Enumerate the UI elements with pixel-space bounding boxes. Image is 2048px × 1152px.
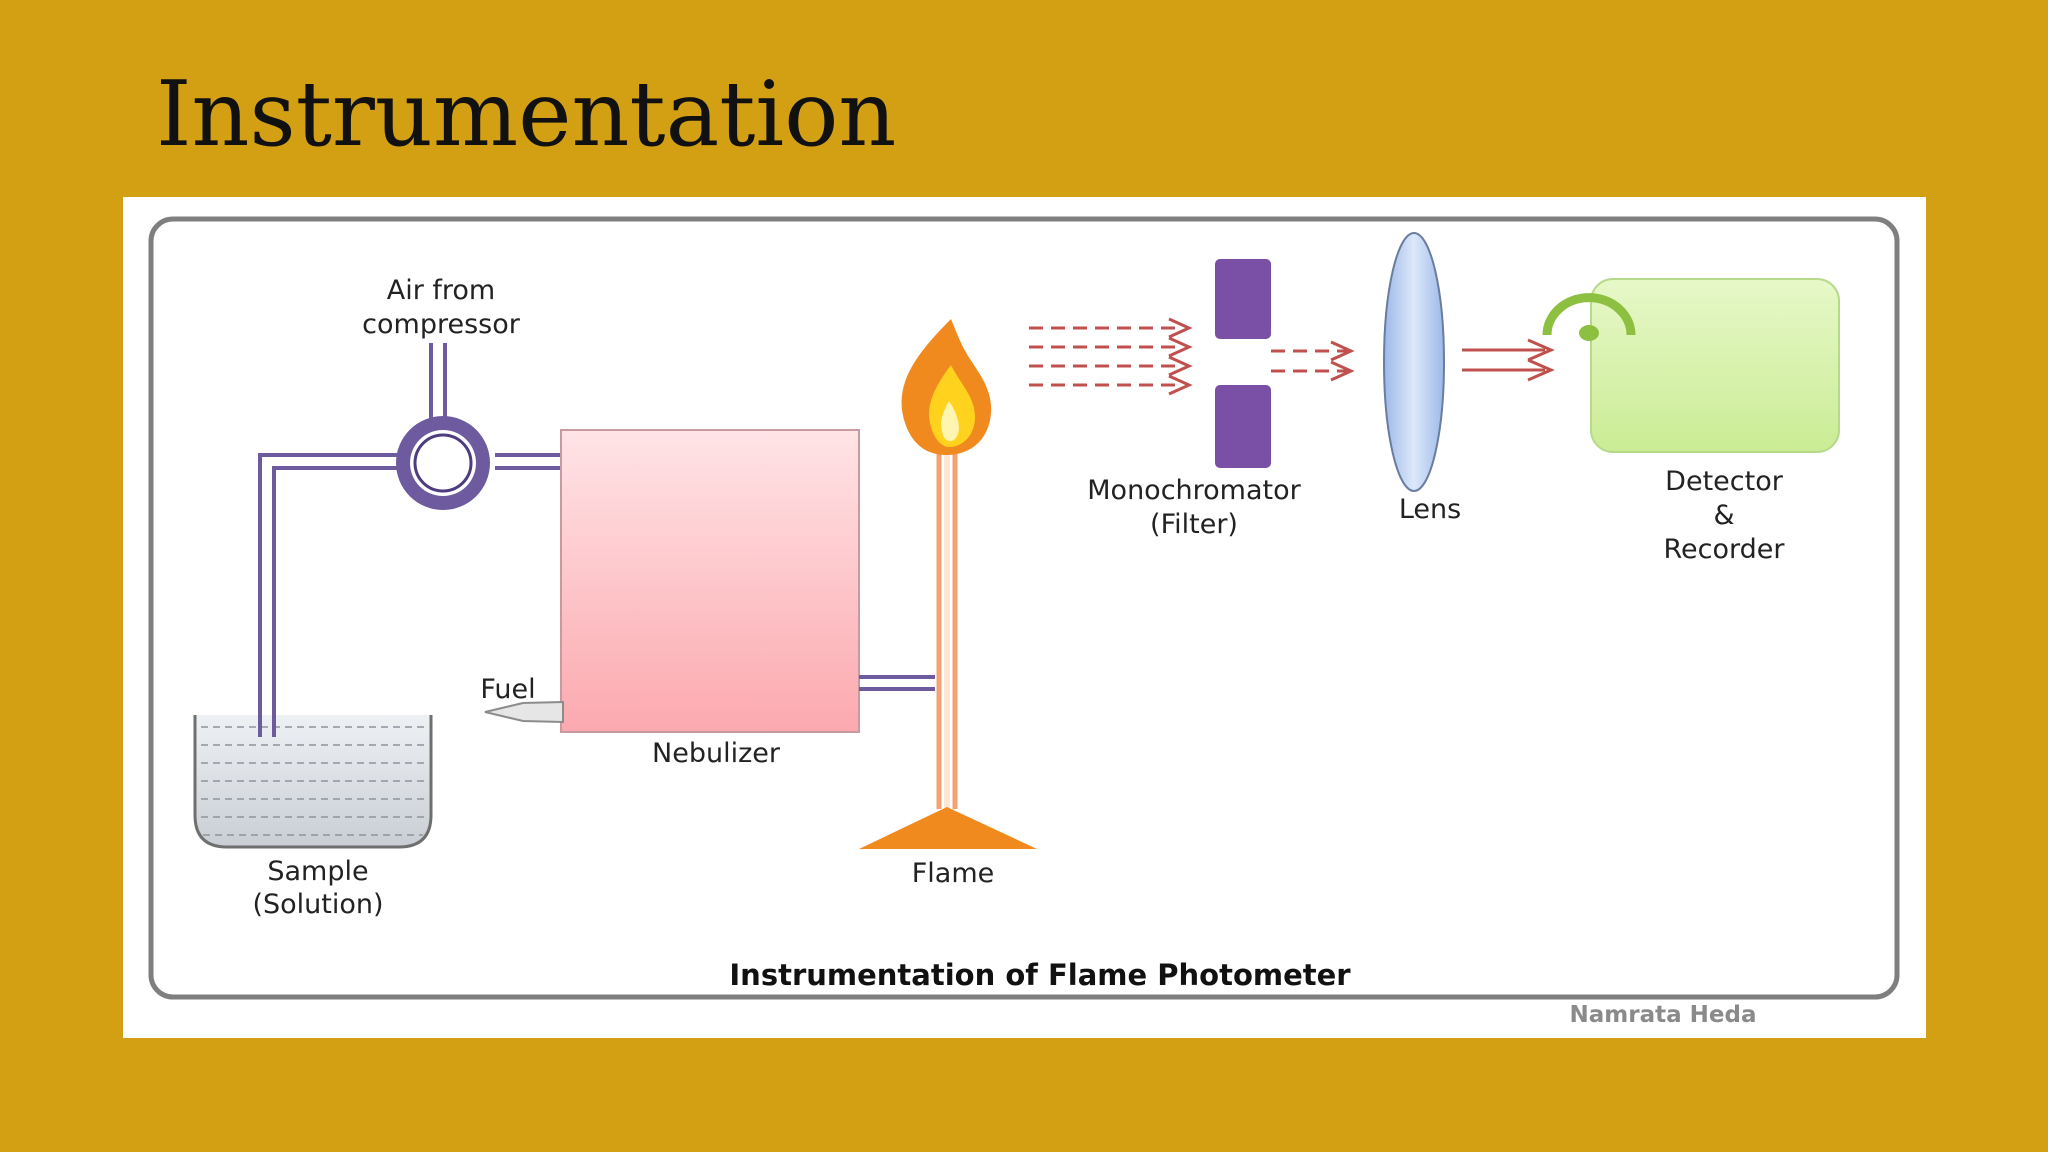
burner-base bbox=[859, 807, 1037, 849]
fuel-label: Fuel bbox=[480, 674, 535, 705]
monochromator-label-line2: (Filter) bbox=[1150, 509, 1238, 540]
junction-to-nebulizer-tube bbox=[495, 453, 561, 470]
emission-arrows bbox=[1029, 317, 1193, 396]
flame-icon bbox=[901, 319, 992, 455]
slide-title: Instrumentation bbox=[156, 62, 897, 167]
diagram-frame bbox=[148, 216, 1900, 1000]
monochromator-label-line1: Monochromator bbox=[1087, 475, 1301, 506]
air-label-line2: compressor bbox=[362, 309, 521, 340]
sample-tube bbox=[258, 453, 403, 737]
detector-label-line3: Recorder bbox=[1664, 534, 1786, 565]
detector-label-line1: Detector bbox=[1665, 466, 1784, 497]
detector-label-line2: & bbox=[1713, 500, 1734, 531]
detector-box bbox=[1590, 278, 1840, 453]
monochromator-filter bbox=[1215, 259, 1271, 468]
diagram-caption: Instrumentation of Flame Photometer bbox=[729, 958, 1351, 992]
lens bbox=[1383, 232, 1445, 492]
focused-light-arrows bbox=[1462, 338, 1555, 382]
sample-beaker bbox=[193, 715, 433, 849]
author-credit: Namrata Heda bbox=[1570, 1002, 1757, 1028]
air-tube bbox=[429, 343, 447, 429]
filtered-light-arrows bbox=[1271, 340, 1355, 382]
burner bbox=[859, 412, 1037, 849]
sample-label-line1: Sample bbox=[267, 856, 368, 887]
nebulizer-box bbox=[560, 429, 860, 733]
air-label-line1: Air from bbox=[387, 275, 496, 306]
nebulizer-to-burner-tube bbox=[859, 675, 935, 691]
sample-label-line2: (Solution) bbox=[252, 889, 383, 920]
air-junction-ring bbox=[396, 416, 490, 510]
flame-label: Flame bbox=[912, 858, 995, 889]
diagram-panel: Air from compressor Fuel Nebulizer Sampl… bbox=[123, 197, 1926, 1038]
fuel-inlet-nozzle bbox=[484, 700, 564, 724]
nebulizer-label: Nebulizer bbox=[652, 738, 781, 769]
detector-sensor-icon bbox=[1542, 293, 1636, 341]
liquid-surface-lines bbox=[201, 726, 425, 836]
flame-photometer-diagram: Air from compressor Fuel Nebulizer Sampl… bbox=[148, 216, 1900, 1028]
lens-label: Lens bbox=[1399, 494, 1461, 525]
